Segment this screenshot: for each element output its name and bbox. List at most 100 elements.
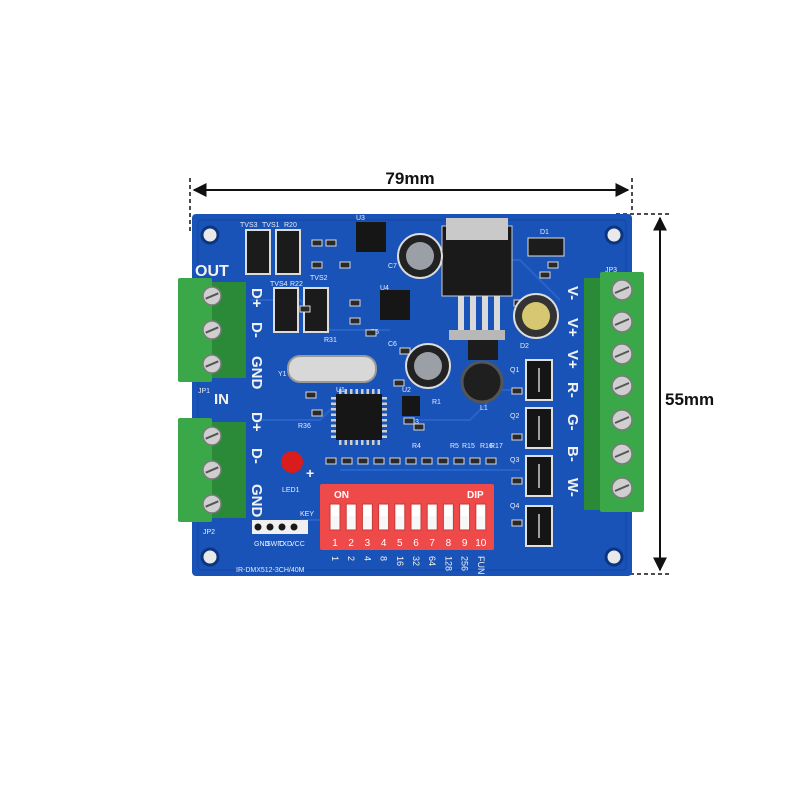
terminal-screw[interactable] xyxy=(202,286,222,306)
terminal-screw[interactable] xyxy=(611,409,633,431)
status-led xyxy=(281,451,303,473)
pin-label: D+ xyxy=(248,288,265,308)
pin-label: V+ xyxy=(564,318,581,337)
component-label: TVS4 xyxy=(270,281,288,288)
terminal-screw[interactable] xyxy=(611,279,633,301)
out-label: OUT xyxy=(195,263,229,280)
dip-value: 16 xyxy=(395,556,405,566)
prog-pin-label: SWIO xyxy=(266,541,285,548)
dip-value: 256 xyxy=(460,556,470,571)
smd-part xyxy=(305,391,317,399)
mosfet xyxy=(525,455,553,497)
component-label: TVS1 xyxy=(262,222,280,229)
dip-toggle-3[interactable]: 3 xyxy=(361,503,373,549)
terminal-screw[interactable] xyxy=(611,311,633,333)
smd-part xyxy=(389,457,401,465)
dip-toggle-9[interactable]: 9 xyxy=(459,503,471,549)
smd-part xyxy=(341,457,353,465)
pin-label: GND xyxy=(248,484,265,518)
mounting-hole xyxy=(200,547,220,567)
pin-label: B- xyxy=(564,446,581,462)
terminal-screw[interactable] xyxy=(202,426,222,446)
pin-label: V- xyxy=(564,286,581,300)
dip-toggle-5[interactable]: 5 xyxy=(394,503,406,549)
prog-pin-label: VCC xyxy=(290,541,305,548)
dip-toggle-10[interactable]: 10 xyxy=(475,503,487,549)
dip-value: 1 xyxy=(330,556,340,561)
terminal-screw[interactable] xyxy=(202,494,222,514)
terminal-screw[interactable] xyxy=(611,443,633,465)
dip-number: 10 xyxy=(475,538,487,549)
dip-toggle-1[interactable]: 1 xyxy=(329,503,341,549)
component-label: R31 xyxy=(324,337,337,344)
component-label: U2 xyxy=(402,387,411,394)
smd-ics xyxy=(356,222,420,416)
dip-number: 9 xyxy=(462,538,468,549)
smd-part xyxy=(311,261,323,269)
component-label: C6 xyxy=(388,341,397,348)
component-label: R16 xyxy=(480,443,493,450)
dip-value: 32 xyxy=(411,556,421,566)
component-label: R22 xyxy=(290,281,303,288)
dip-toggle-7[interactable]: 7 xyxy=(426,503,438,549)
dip-number: 4 xyxy=(381,538,387,549)
pin-label: GND xyxy=(248,356,265,390)
terminal-screw[interactable] xyxy=(611,477,633,499)
dip-number: 2 xyxy=(348,538,354,549)
terminal-screw[interactable] xyxy=(202,460,222,480)
smd-part xyxy=(421,457,433,465)
smd-part xyxy=(511,519,523,527)
dip-toggle-4[interactable]: 4 xyxy=(378,503,390,549)
prog-pin-label: GND xyxy=(254,541,270,548)
terminal-screw[interactable] xyxy=(611,375,633,397)
smd-part xyxy=(403,417,415,425)
microcontroller xyxy=(331,389,387,445)
pin-label: D- xyxy=(248,448,265,464)
smd-part xyxy=(349,299,361,307)
smd-part xyxy=(511,433,523,441)
pin-label: W- xyxy=(564,478,581,497)
dip-value: 8 xyxy=(379,556,389,561)
smd-part xyxy=(299,305,311,313)
dip-toggle-8[interactable]: 8 xyxy=(442,503,454,549)
terminal-screw[interactable] xyxy=(202,320,222,340)
electrolytic-capacitors xyxy=(397,233,559,389)
dip-toggle-6[interactable]: 6 xyxy=(410,503,422,549)
component-label: R5 xyxy=(450,443,459,450)
pin-label: D+ xyxy=(248,412,265,432)
dip-number: 1 xyxy=(332,538,338,549)
smd-part xyxy=(349,317,361,325)
terminal-screw[interactable] xyxy=(202,354,222,374)
component-label: Q1 xyxy=(510,367,519,374)
component-label: C7 xyxy=(388,263,397,270)
terminal-screw[interactable] xyxy=(611,343,633,365)
component-label: D1 xyxy=(540,229,549,236)
voltage-regulator xyxy=(441,218,513,340)
header-pin xyxy=(254,523,262,531)
smd-part xyxy=(485,457,497,465)
height-dimension: 55mm xyxy=(616,213,714,575)
board-model: IR-DMX512-3CH/40M xyxy=(236,567,305,574)
header-pin xyxy=(266,523,274,531)
dip-number: 3 xyxy=(365,538,371,549)
jp3-label: JP3 xyxy=(605,267,617,274)
component-label: D2 xyxy=(520,343,529,350)
smd-part xyxy=(539,271,551,279)
smd-part xyxy=(547,261,559,269)
header-pin xyxy=(290,523,298,531)
component-label: Q4 xyxy=(510,503,519,510)
smd-part xyxy=(365,329,377,337)
pin-label: V+ xyxy=(564,350,581,369)
component-label: C3 xyxy=(410,419,419,426)
dip-toggle-2[interactable]: 2 xyxy=(345,503,357,549)
dip-value: 4 xyxy=(362,556,372,561)
smd-part xyxy=(325,239,337,247)
key-label: KEY xyxy=(300,511,314,518)
smd-part xyxy=(393,379,405,387)
pcb: OUT IN D+D-GND D+D-GND JP1 JP2 V-V+V+R-G… xyxy=(178,214,644,576)
smd-part xyxy=(469,457,481,465)
dip-value: 64 xyxy=(427,556,437,566)
dip-number: 8 xyxy=(446,538,452,549)
